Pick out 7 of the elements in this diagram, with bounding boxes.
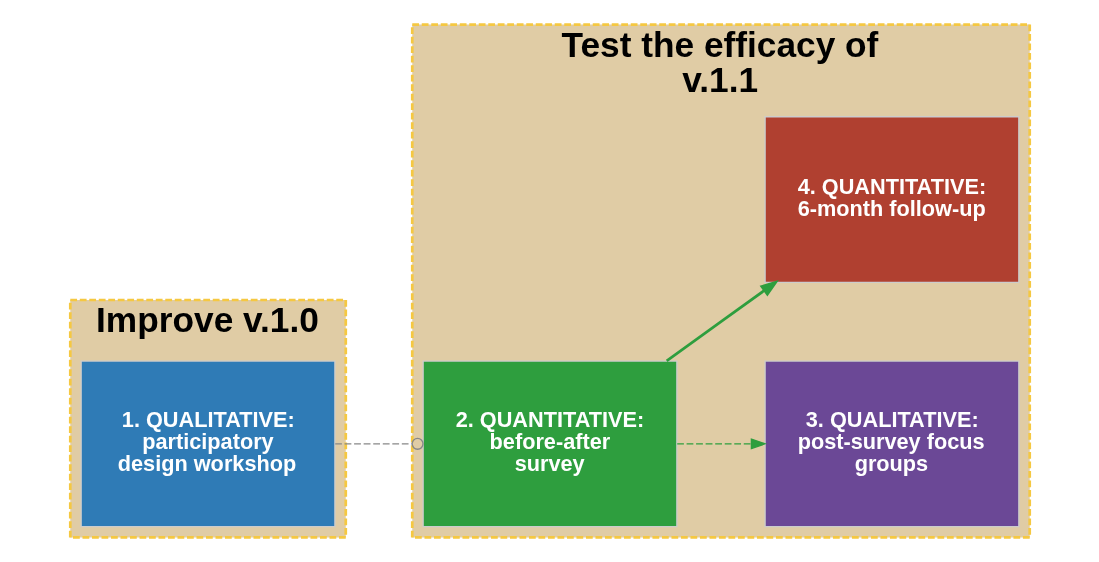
node-box: 3. QUALITATIVE: post-survey focus groups (763, 360, 1020, 528)
connector (334, 437, 424, 450)
node-box: 4. QUANTITATIVE: 6-month follow-up (763, 116, 1020, 284)
arrow (676, 438, 767, 450)
node-box: 1. QUALITATIVE: participatory design workshop (79, 360, 336, 528)
node-box: 2. QUANTITATIVE: before-after survey (421, 360, 678, 528)
arrow (665, 280, 779, 362)
